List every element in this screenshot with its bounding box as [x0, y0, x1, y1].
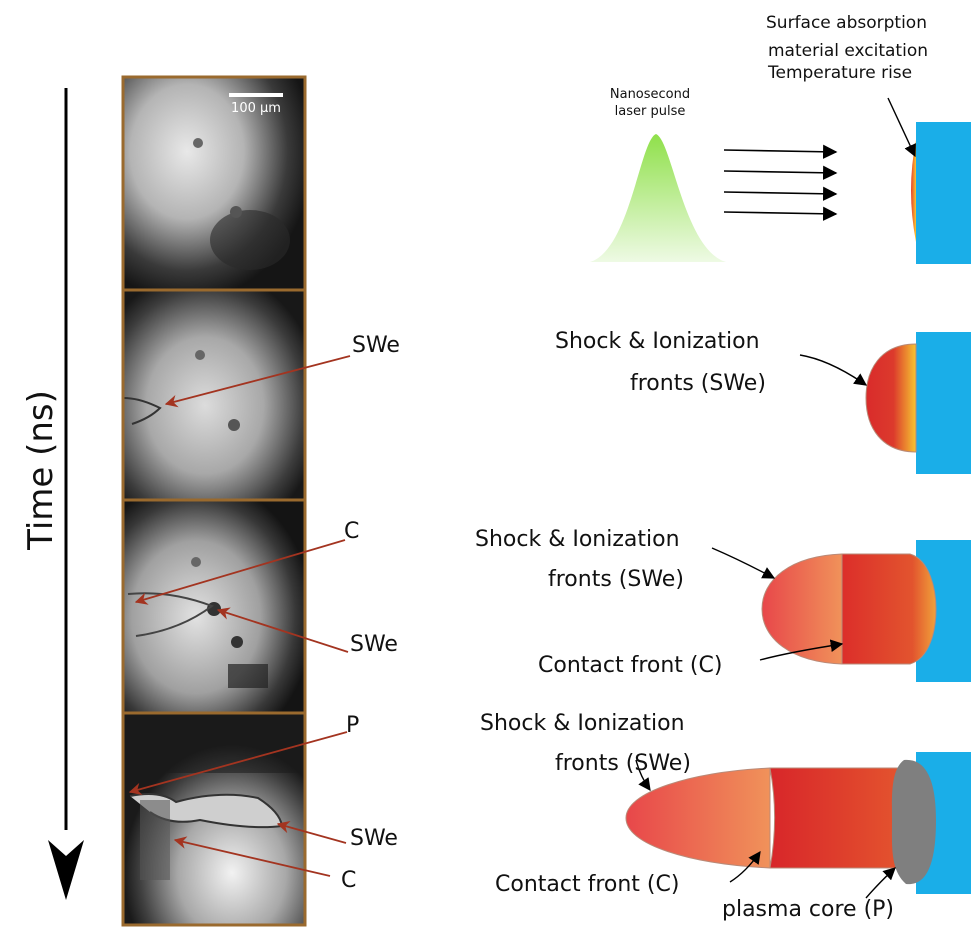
panel-4-plasma-core: Shock & Ionization fronts (SWe) Contact …	[480, 711, 971, 922]
front-label-2-line1: Shock & Ionization	[555, 329, 760, 354]
laser-pulse-shape	[590, 134, 726, 262]
plume-3-shock	[761, 553, 843, 665]
pulse-label-line2: laser pulse	[615, 104, 686, 119]
photo-pointers	[128, 355, 351, 877]
pulse-label-line1: Nanosecond	[610, 87, 690, 102]
photo-frame-1: 100 μm	[124, 77, 304, 290]
front-label-3-line1: Shock & Ionization	[475, 527, 680, 552]
front-label-4-line1: Shock & Ionization	[480, 711, 685, 736]
front-label-2-line2: fronts (SWe)	[630, 371, 766, 396]
front-label-3-line2: fronts (SWe)	[548, 567, 684, 592]
plume-2	[865, 343, 917, 453]
surface-label-line2: material excitation	[768, 41, 928, 61]
photo-frame-2	[123, 290, 304, 500]
contact-label-4: Contact front (C)	[495, 872, 679, 897]
photo-frame-4	[124, 713, 304, 926]
beam-arrows	[723, 144, 838, 221]
panel-2-early-plume: Shock & Ionization fronts (SWe)	[555, 329, 971, 474]
panel-1-laser-pulse: Nanosecond laser pulse Surface absorptio…	[590, 13, 971, 264]
front-label-4-line2: fronts (SWe)	[555, 751, 691, 776]
target-surface-1	[916, 122, 971, 264]
time-axis: Time (ns)	[21, 88, 84, 900]
surface-label-line3: Temperature rise	[767, 63, 912, 83]
surface-label-line1: Surface absorption	[766, 13, 927, 33]
time-axis-label: Time (ns)	[21, 390, 61, 551]
plume-3-contact	[841, 553, 937, 665]
excited-layer	[911, 140, 916, 242]
plume-4-contact	[769, 767, 906, 869]
scale-bar-label: 100 μm	[231, 101, 281, 116]
panel-3-expanding-plume: Shock & Ionization fronts (SWe) Contact …	[475, 527, 971, 682]
contact-label-3: Contact front (C)	[538, 653, 722, 678]
time-arrow-head	[48, 840, 84, 900]
photo-label-swe-4: SWe	[350, 826, 398, 851]
photo-label-swe-3: SWe	[350, 632, 398, 657]
plume-4-shock	[625, 767, 771, 869]
photo-label-p-4: P	[346, 713, 359, 738]
plasma-core	[891, 759, 936, 885]
target-surface-2	[916, 332, 971, 474]
photo-label-c-3: C	[344, 519, 359, 544]
photo-label-swe-2: SWe	[352, 333, 400, 358]
photo-strip: 100 μm	[121, 75, 307, 927]
photo-label-c-4: C	[341, 868, 356, 893]
plasma-core-label: plasma core (P)	[722, 897, 894, 922]
photo-frame-3	[124, 500, 304, 713]
